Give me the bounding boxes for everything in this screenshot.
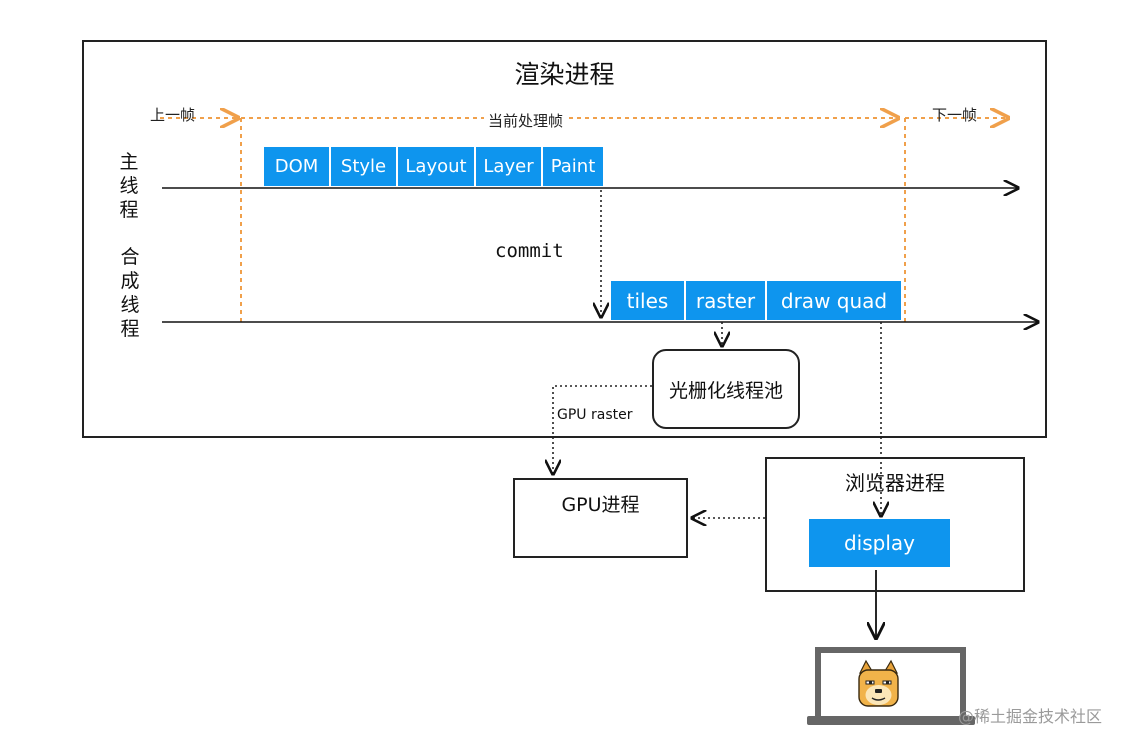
frame-markers (160, 118, 1008, 322)
step-paint: Paint (543, 147, 603, 186)
prev-frame-label: 上一帧 (150, 106, 196, 124)
raster-pool-label: 光栅化线程池 (668, 379, 783, 402)
raster-thread-pool: 光栅化线程池 (652, 349, 800, 429)
main-thread-label: 主线程 (119, 151, 139, 221)
laptop-base (807, 716, 975, 725)
step-tiles: tiles (611, 281, 684, 320)
compositor-thread-label: 合成线程 (120, 246, 140, 340)
display-block: display (809, 519, 950, 567)
browser-process-box (765, 457, 1025, 592)
step-layout: Layout (398, 147, 474, 186)
browser-process-label: 浏览器进程 (845, 471, 945, 495)
step-draw-quad: draw quad (767, 281, 901, 320)
step-dom: DOM (264, 147, 329, 186)
current-frame-label: 当前处理帧 (484, 110, 568, 131)
gpu-process-label: GPU进程 (561, 494, 640, 516)
doge-icon (858, 659, 899, 707)
watermark: @稀土掘金技术社区 (958, 707, 1103, 726)
render-process-title: 渲染进程 (514, 60, 615, 89)
step-raster: raster (686, 281, 765, 320)
commit-label: commit (495, 240, 564, 262)
step-style: Style (331, 147, 396, 186)
next-frame-label: 下一帧 (932, 106, 978, 124)
render-process-box (82, 40, 1047, 438)
step-layer: Layer (476, 147, 541, 186)
gpu-process-box (513, 478, 688, 558)
gpu-raster-label: GPU raster (557, 407, 633, 423)
